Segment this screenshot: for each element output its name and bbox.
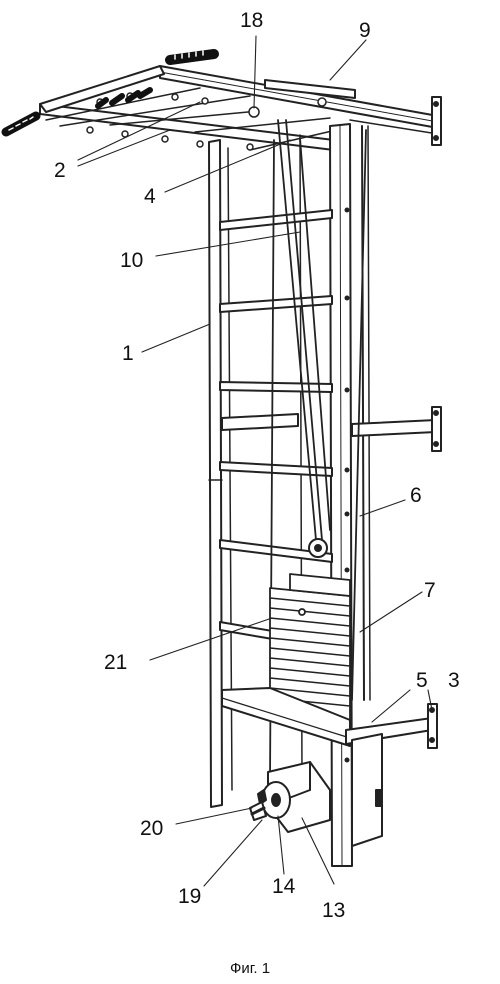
lower-column [351,733,383,847]
pullup-frame [39,65,439,153]
leader-lines [77,35,433,887]
ref-numeral-4: 4 [144,185,156,208]
ref-numeral-19: 19 [178,885,202,908]
ref-numeral-21: 21 [104,651,128,674]
ref-numeral-1: 1 [122,342,134,365]
ref-numeral-18: 18 [240,9,264,32]
top-stack-pulley [308,538,328,558]
ref-numeral-13: 13 [322,899,346,922]
ref-numeral-20: 20 [140,817,164,840]
weight-stack [269,573,351,721]
ref-numeral-10: 10 [120,249,144,272]
ref-numeral-14: 14 [272,875,296,898]
ref-numeral-9: 9 [359,19,371,42]
figure-caption: Фиг. 1 [229,960,271,977]
ladder [208,123,371,867]
ref-numeral-3: 3 [448,669,460,692]
ref-numeral-5: 5 [416,669,428,692]
left-grip-handle [1,111,41,137]
ref-numeral-7: 7 [424,579,436,602]
right-grip-handle [165,49,219,65]
ref-numeral-2: 2 [54,159,66,182]
top-wall-bracket [431,96,442,146]
bottom-pulley-assembly [249,761,331,833]
mid-grips [95,87,153,109]
ref-numeral-6: 6 [410,484,422,507]
